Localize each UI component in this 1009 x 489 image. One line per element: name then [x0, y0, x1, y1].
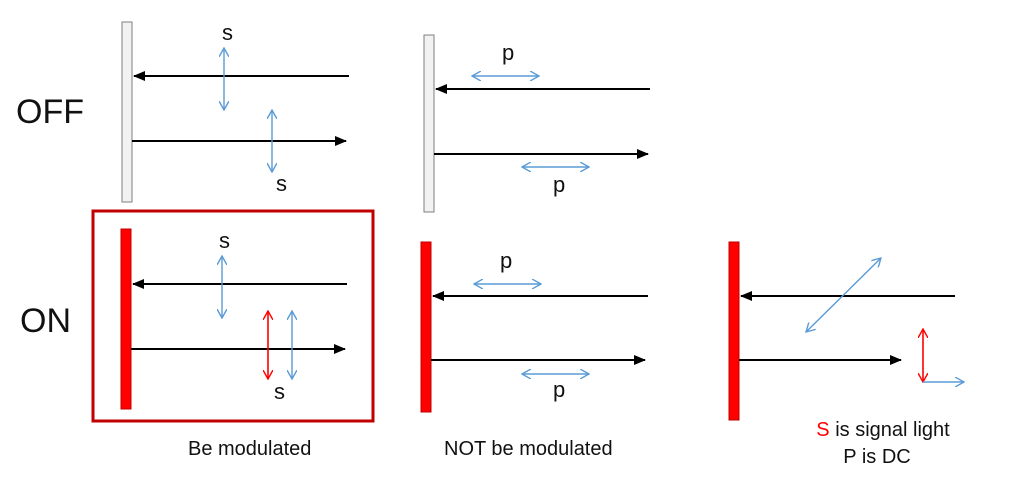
legend-s-letter: S: [816, 419, 829, 441]
mirror-off: [121, 21, 133, 203]
caption-not-modulated: NOT be modulated: [444, 438, 613, 460]
label-p: p: [553, 377, 565, 402]
label-p: p: [553, 172, 565, 197]
caption-be-modulated: Be modulated: [188, 438, 311, 460]
panel-on-s: s s: [91, 209, 375, 423]
legend-signal-light: S is signal light: [816, 419, 950, 441]
mirror-on: [728, 241, 740, 421]
mirror-off: [423, 34, 435, 213]
mirror-on: [420, 241, 432, 413]
row-label-on: ON: [20, 302, 71, 340]
label-p: p: [500, 248, 512, 273]
label-s: s: [222, 20, 233, 45]
panel-on-diagonal: [728, 241, 964, 421]
panel-off-s: s s: [121, 20, 349, 203]
label-s: s: [276, 171, 287, 196]
legend-s-text: is signal light: [830, 419, 951, 441]
label-s: s: [219, 228, 230, 253]
label-s: s: [274, 379, 285, 404]
row-label-off: OFF: [16, 93, 84, 131]
mirror-on: [120, 228, 132, 410]
panel-off-p: p p: [423, 34, 650, 213]
legend-dc: P is DC: [843, 446, 910, 468]
label-p: p: [502, 40, 514, 65]
diagonal-polarization-arrow: [806, 258, 881, 332]
highlight-box: [91, 209, 375, 423]
panel-on-p: p p: [420, 241, 648, 413]
